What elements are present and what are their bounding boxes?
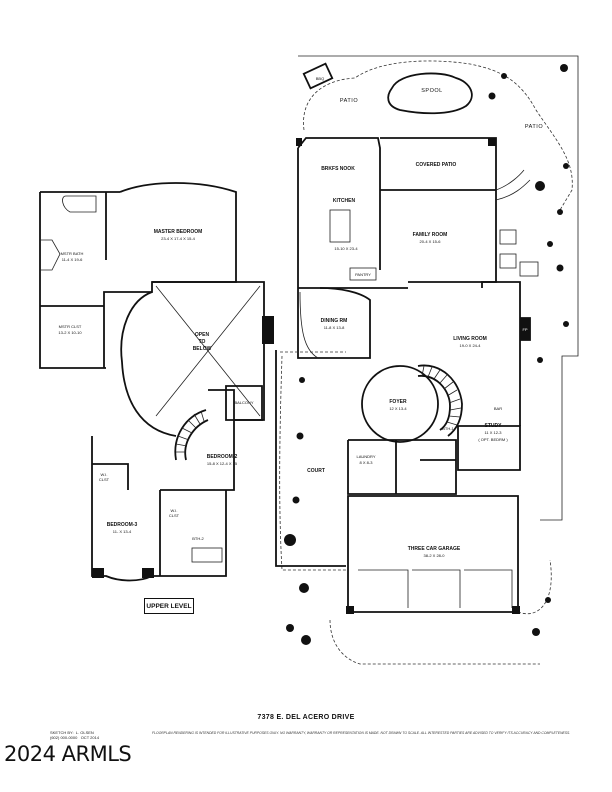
upper-curve: [120, 291, 177, 437]
covered-patio-label: COVERED PATIO: [416, 162, 457, 168]
main-level-walls-north: [297, 137, 497, 289]
bedroom2-dim: 15-8 X 12-4 X 15: [207, 461, 238, 466]
kitchen-dim: 15-10 X 23-4: [334, 246, 358, 251]
main-stair: [417, 364, 463, 437]
patio-left-label: PATIO: [340, 98, 358, 104]
patio-seat-3: [519, 261, 539, 277]
study-label: STUDY: [485, 423, 503, 429]
spool-label: SPOOL: [421, 88, 442, 94]
upper-column: [262, 316, 274, 344]
kitchen-label: KITCHEN: [333, 198, 356, 204]
master-bedroom-label: MASTER BEDROOM: [154, 229, 203, 235]
patio-seat-2: [499, 253, 517, 269]
upper-column: [92, 568, 104, 578]
living-room-label: LIVING ROOM: [453, 336, 487, 342]
driveway: [329, 559, 552, 665]
garage-doors: [358, 569, 513, 608]
column: [512, 606, 520, 614]
bath2-tub: [191, 547, 223, 563]
landscape-shrubs: [284, 64, 569, 645]
court-area: [279, 351, 346, 571]
family-room-dim: 20-4 X 15-6: [420, 239, 442, 244]
upper-south-walls: [91, 420, 235, 582]
bbq-label: BBQ: [316, 76, 324, 81]
balcony-label: BALCONY: [234, 400, 253, 405]
study-walls: [457, 425, 521, 471]
dining-bay: [299, 291, 319, 359]
fireplace: [520, 318, 530, 340]
court-wall: [275, 350, 346, 567]
bedroom3-label: BEDROOM-3: [107, 522, 138, 528]
pantry-label: PANTRY: [355, 272, 371, 277]
study-note: ( OPT. BEDRM ): [478, 437, 508, 442]
patio-right-label: PATIO: [525, 124, 543, 130]
garage-dim: 38-2 X 28-0: [424, 553, 446, 558]
lot-boundary: [298, 55, 579, 521]
patio-steps: [495, 169, 531, 201]
main-stair-treads: [421, 365, 462, 426]
mstr-clst-dim: 13-2 X 10-10: [58, 330, 82, 335]
wi-clst-b-label: W.I.: [171, 508, 178, 513]
study-dim: 11 X 12-3: [484, 430, 502, 435]
dining-label: DINING RM: [321, 318, 348, 324]
upper-column: [142, 568, 154, 578]
sketch-credit: SKETCH BY: L. OLSEN (602) 000-0000 OCT 2…: [50, 730, 100, 740]
open-below-label-2: TO: [199, 339, 206, 345]
mstr-bath-dim: 11-4 X 19-6: [62, 257, 83, 262]
column: [296, 138, 302, 146]
court-label: COURT: [307, 468, 325, 474]
bath2-label: BTH-2: [192, 536, 204, 541]
foyer-dim: 12 X 13-4: [389, 406, 407, 411]
property-address: 7378 E. DEL ACERO DRIVE: [257, 714, 355, 721]
open-below-label-3: BELOW: [193, 346, 212, 352]
mstr-bath-label: MSTR BATH: [61, 251, 84, 256]
bath1-label: BTH-1: [442, 426, 454, 431]
wi-clst-b-label-2: CLST: [169, 513, 180, 518]
pantry-box: [349, 267, 377, 281]
wi-clst-a-label: W.I.: [101, 472, 108, 477]
open-below-diagonals: [155, 285, 261, 417]
laundry-label: LAUNDRY: [356, 454, 375, 459]
foyer-label: FOYER: [389, 399, 407, 405]
balcony-walls: [225, 385, 263, 421]
open-below-label-1: OPEN: [195, 332, 210, 338]
wi-clst-a-label-2: CLST: [99, 477, 110, 482]
master-bedroom-dim: 23-4 X 17-4 X 15-4: [161, 236, 196, 241]
upper-outer-walls: [39, 182, 237, 369]
mstr-clst-label: MSTR CLST: [59, 324, 82, 329]
kitchen-island: [329, 209, 351, 243]
fp-label: FP: [522, 327, 527, 332]
bedroom2-label: BEDROOM-2: [207, 454, 238, 460]
bar-label: BAR: [494, 406, 502, 411]
family-room-label: FAMILY ROOM: [413, 232, 448, 238]
watermark: 2024 ARMLS: [4, 742, 132, 766]
laundry-walls: [347, 439, 457, 495]
pool: [387, 72, 473, 115]
column: [346, 606, 354, 614]
bbq-station: [302, 62, 334, 90]
dining-dim: 11-8 X 13-8: [324, 325, 345, 330]
upper-stair-treads: [175, 410, 205, 453]
living-room-dim: 19-0 X 24-4: [460, 343, 482, 348]
master-bath-tub: [62, 195, 97, 213]
foyer-circle: [361, 365, 439, 443]
master-bath-shower: [40, 239, 61, 271]
brkfs-nook-label: BRKFS NOOK: [321, 166, 355, 172]
patio-seat: [499, 229, 517, 245]
dining-walls: [297, 287, 371, 359]
laundry-dim: 8 X 8-3: [360, 460, 374, 465]
garage-label: THREE CAR GARAGE: [408, 546, 461, 552]
living-walls: [408, 281, 531, 426]
column: [488, 138, 496, 146]
disclaimer-text: FLOORPLAN RENDERING IS INTENDED FOR ILLU…: [152, 731, 571, 735]
patio-outline: [303, 60, 573, 211]
upper-level-label: UPPER LEVEL: [144, 598, 194, 614]
bedroom3-dim: 11- X 13-4: [113, 529, 132, 534]
